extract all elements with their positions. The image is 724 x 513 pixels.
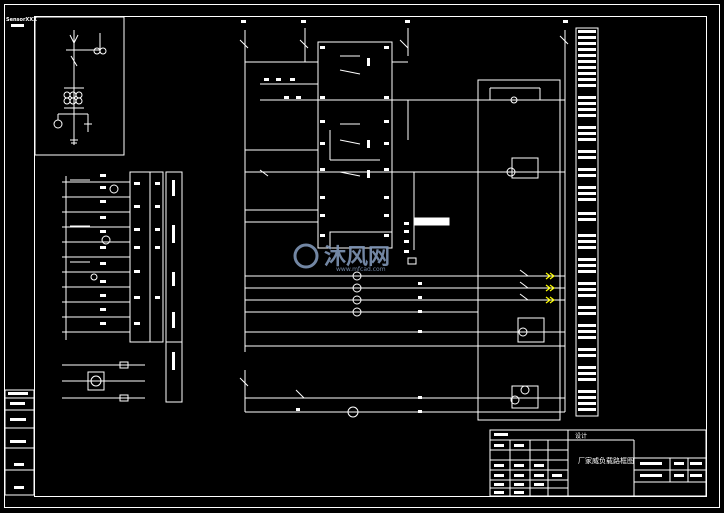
one-line-diagram bbox=[34, 16, 125, 156]
watermark-url: www.mfcad.com bbox=[336, 266, 386, 273]
right-panel-highlight-marks bbox=[545, 272, 555, 304]
terminal-strip bbox=[575, 27, 599, 417]
watermark: 沐风网 www.mfcad.com bbox=[293, 243, 390, 273]
title-block bbox=[489, 429, 707, 497]
title-block-header: 设计 bbox=[575, 432, 587, 440]
corner-mark bbox=[11, 24, 24, 27]
outer-border bbox=[4, 4, 720, 508]
left-relay-labels bbox=[100, 174, 175, 370]
main-control-schematic bbox=[239, 28, 478, 418]
title-block-fields bbox=[494, 433, 702, 494]
inner-border bbox=[34, 16, 707, 497]
left-relay-circuits bbox=[62, 171, 183, 403]
corner-label: SensorXXX bbox=[6, 17, 37, 23]
left-margin-stamp bbox=[4, 389, 35, 496]
transformer-block bbox=[62, 361, 145, 402]
main-schematic-labels bbox=[241, 20, 568, 413]
drawing-title: 厂家威负载路框图 bbox=[578, 456, 634, 465]
watermark-name: 沐风网 bbox=[324, 245, 390, 270]
